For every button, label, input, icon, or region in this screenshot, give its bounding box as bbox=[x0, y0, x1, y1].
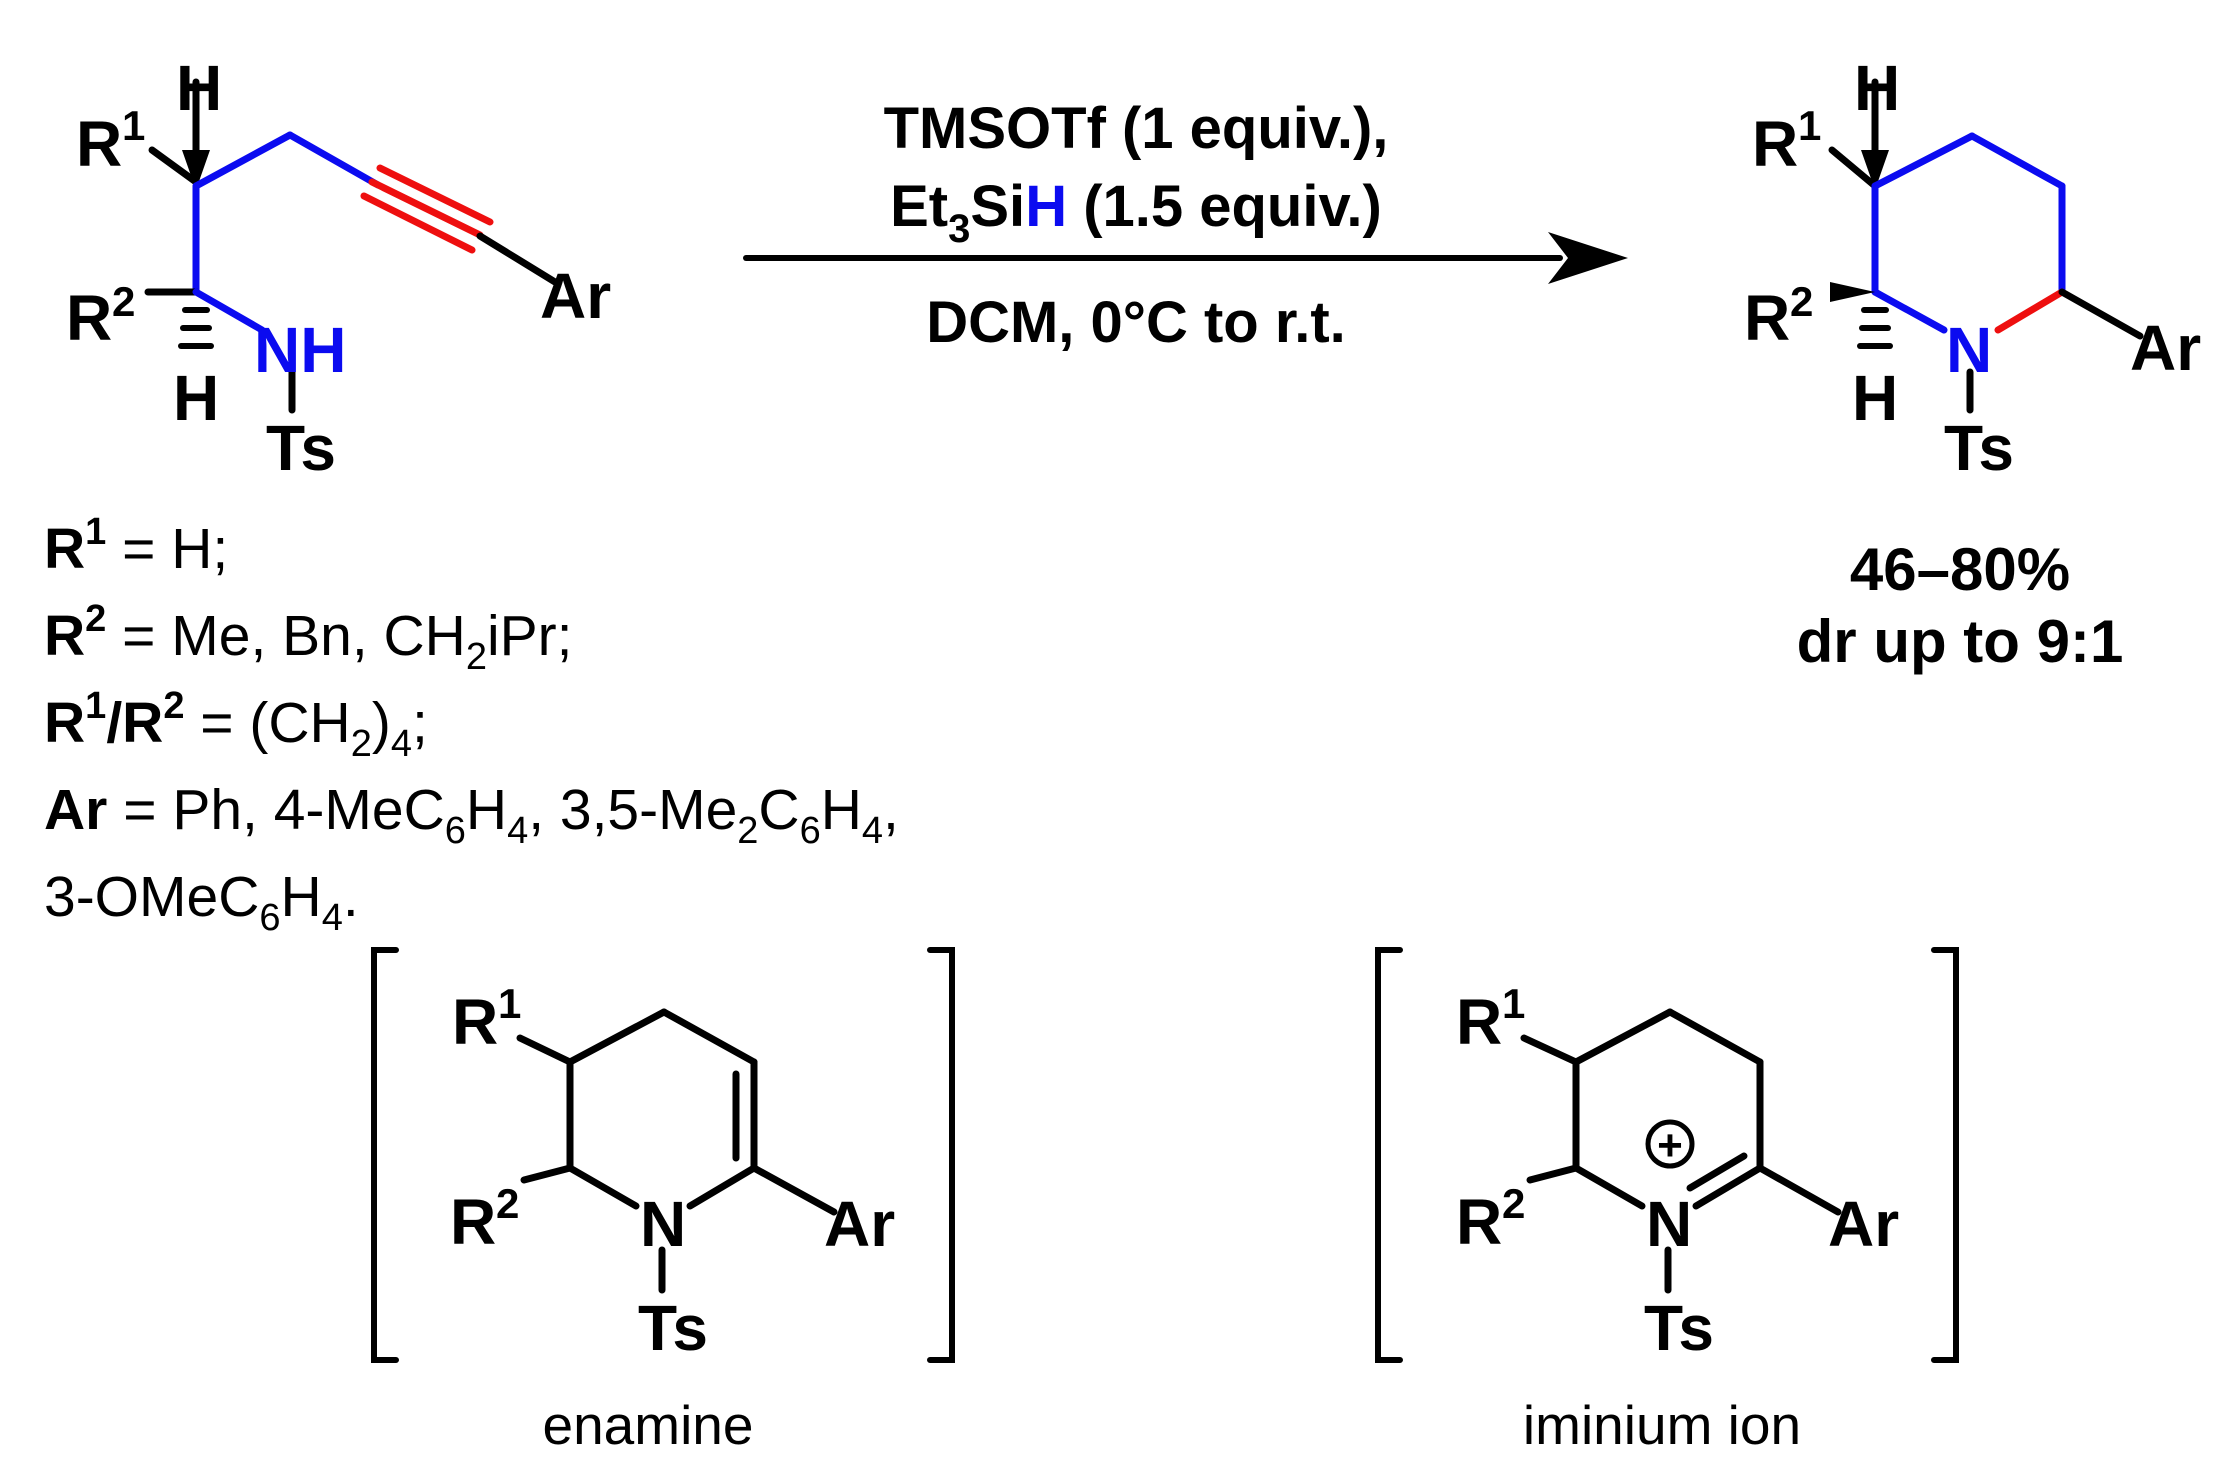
ring-bond-1 bbox=[1572, 1008, 1674, 1066]
reaction-arrow bbox=[743, 232, 1628, 284]
reagent-line-2: Et3SiH (1.5 equiv.) bbox=[890, 174, 1382, 251]
atom-r1: R bbox=[76, 108, 122, 180]
atom-h-bottom: H bbox=[173, 362, 219, 434]
bond-c1-ar bbox=[2058, 288, 2144, 340]
atom-n: N bbox=[1946, 314, 1992, 386]
bond-c2-c3 bbox=[286, 131, 382, 189]
atom-ts: Ts bbox=[1644, 1292, 1714, 1364]
bond-alkyne-ar bbox=[476, 232, 559, 286]
bond-r1 bbox=[516, 1034, 574, 1066]
atom-r2-sup: 2 bbox=[1502, 1180, 1525, 1227]
product: H R 1 R 2 H N Ts Ar bbox=[1744, 52, 2201, 484]
dr-text: dr up to 9:1 bbox=[1797, 608, 2124, 675]
bracket-left bbox=[371, 947, 399, 1363]
ring-bond-1 bbox=[566, 1008, 668, 1066]
atom-r2: R bbox=[66, 282, 112, 354]
atom-ar: Ar bbox=[1828, 1188, 1899, 1260]
yield-text: 46–80% bbox=[1850, 536, 2070, 603]
atom-r2: R bbox=[1456, 1186, 1502, 1258]
atom-r2-sup: 2 bbox=[1790, 278, 1813, 325]
svg-text:+: + bbox=[1657, 1121, 1683, 1170]
reagent-line-1: TMSOTf (1 equiv.), bbox=[884, 96, 1389, 161]
ring-bond-6-double bbox=[1692, 1164, 1764, 1210]
wedge-c1-h bbox=[182, 150, 210, 190]
condition-r1-r2: R1/R2 = (CH2)4; bbox=[44, 685, 428, 765]
condition-ar-continued: 3-OMeC6H4. bbox=[44, 865, 359, 939]
atom-r1-sup: 1 bbox=[1502, 980, 1525, 1027]
atom-n: N bbox=[640, 1188, 686, 1260]
wedge-c5-r2 bbox=[1830, 282, 1875, 302]
ring-bond-6 bbox=[686, 1164, 758, 1210]
atom-ts: Ts bbox=[1944, 412, 2014, 484]
condition-r1: R1 = H; bbox=[44, 511, 228, 581]
hash-bond-c5-h-product bbox=[1857, 307, 1893, 349]
atom-r1-sup: 1 bbox=[122, 102, 145, 149]
ring-bond-c3-c2 bbox=[1968, 132, 2066, 190]
ring-bond-5 bbox=[566, 1164, 640, 1210]
atom-r2: R bbox=[1744, 282, 1790, 354]
atom-n: N bbox=[1646, 1188, 1692, 1260]
bracket-right bbox=[1931, 947, 1959, 1363]
iminium-label: iminium ion bbox=[1523, 1394, 1801, 1456]
atom-r1-sup: 1 bbox=[1798, 102, 1821, 149]
bracket-left bbox=[1375, 947, 1403, 1363]
positive-charge-icon: + bbox=[1645, 1119, 1695, 1170]
wedge-c4-h bbox=[1861, 150, 1889, 190]
bond-r2 bbox=[1526, 1164, 1580, 1184]
ring-bond-c4-c3 bbox=[1871, 132, 1976, 190]
bond-c4-r1 bbox=[1828, 146, 1879, 190]
reagent-line-3: DCM, 0°C to r.t. bbox=[926, 290, 1346, 355]
atom-h-top: H bbox=[1854, 52, 1900, 124]
ring-bond-c5-n bbox=[1871, 288, 1948, 334]
condition-r2: R2 = Me, Bn, CH2iPr; bbox=[44, 598, 573, 678]
atom-r2-sup: 2 bbox=[112, 278, 135, 325]
bond-c1-r1 bbox=[148, 146, 200, 186]
atom-ts: Ts bbox=[638, 1292, 708, 1364]
bond-r2 bbox=[520, 1164, 574, 1184]
starting-material: H R 1 R 2 H NH Ts Ar bbox=[66, 52, 611, 484]
atom-r1: R bbox=[1752, 108, 1798, 180]
bond-ar bbox=[750, 1164, 838, 1216]
iminium-intermediate: + R 1 R 2 N Ts Ar iminium ion bbox=[1375, 947, 1959, 1456]
ring-bond-n-c1 bbox=[1994, 288, 2066, 334]
atom-r1: R bbox=[1456, 986, 1502, 1058]
enamine-intermediate: R 1 R 2 N Ts Ar enamine bbox=[371, 947, 955, 1456]
condition-ar: Ar = Ph, 4-MeC6H4, 3,5-Me2C6H4, bbox=[44, 778, 899, 852]
hash-bond-c5-h bbox=[178, 307, 214, 349]
atom-nh: NH bbox=[254, 314, 346, 386]
atom-r2: R bbox=[450, 1186, 496, 1258]
alkyne-bond-3 bbox=[360, 192, 476, 254]
atom-ts: Ts bbox=[266, 412, 336, 484]
atom-h-bottom: H bbox=[1852, 362, 1898, 434]
substituent-list: R1 = H; R2 = Me, Bn, CH2iPr; R1/R2 = (CH… bbox=[44, 511, 899, 939]
atom-r1-sup: 1 bbox=[498, 980, 521, 1027]
ring-bond-2 bbox=[660, 1008, 758, 1066]
ring-bond-5 bbox=[1572, 1164, 1646, 1210]
bond-ar bbox=[1756, 1164, 1842, 1216]
bond-c1-c2 bbox=[192, 131, 294, 190]
bond-r1 bbox=[1520, 1034, 1580, 1066]
atom-h-top: H bbox=[176, 52, 222, 124]
alkyne-bond-1 bbox=[368, 178, 484, 239]
atom-r2-sup: 2 bbox=[496, 1180, 519, 1227]
alkyne-bond-2 bbox=[376, 164, 494, 226]
atom-ar: Ar bbox=[824, 1188, 895, 1260]
bond-c5-n bbox=[192, 288, 266, 334]
atom-ar: Ar bbox=[540, 260, 611, 332]
ring-bond-6-double-inner bbox=[1686, 1152, 1748, 1192]
atom-r1: R bbox=[452, 986, 498, 1058]
enamine-label: enamine bbox=[543, 1394, 754, 1456]
bracket-right bbox=[927, 947, 955, 1363]
ring-bond-2 bbox=[1666, 1008, 1764, 1066]
atom-ar: Ar bbox=[2130, 312, 2201, 384]
